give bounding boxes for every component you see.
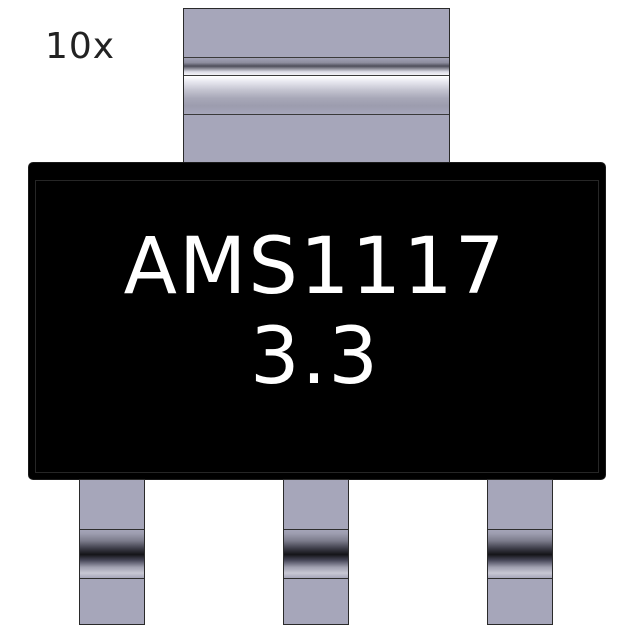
pin-edge-line bbox=[284, 578, 348, 579]
tab-edge-line bbox=[184, 75, 449, 76]
pin-edge-line bbox=[80, 578, 144, 579]
pin-bend-shading bbox=[80, 529, 144, 578]
pin-edge-line bbox=[284, 529, 348, 530]
heatsink-tab bbox=[183, 8, 450, 168]
tab-edge-line bbox=[184, 114, 449, 115]
pin-1-lead bbox=[79, 479, 145, 625]
tab-edge-line bbox=[184, 57, 449, 58]
pin-edge-line bbox=[80, 529, 144, 530]
part-number-marking: AMS1117 bbox=[123, 222, 507, 312]
pin-edge-line bbox=[488, 529, 552, 530]
pin-edge-line bbox=[488, 578, 552, 579]
tab-bend-highlight bbox=[184, 57, 449, 114]
voltage-marking: 3.3 bbox=[249, 312, 381, 402]
pin-2-lead bbox=[283, 479, 349, 625]
pin-bend-shading bbox=[488, 529, 552, 578]
ic-package-body bbox=[28, 162, 606, 480]
quantity-label: 10x bbox=[45, 26, 116, 67]
package-top-face bbox=[35, 180, 599, 473]
pin-bend-shading bbox=[284, 529, 348, 578]
pin-3-lead bbox=[487, 479, 553, 625]
